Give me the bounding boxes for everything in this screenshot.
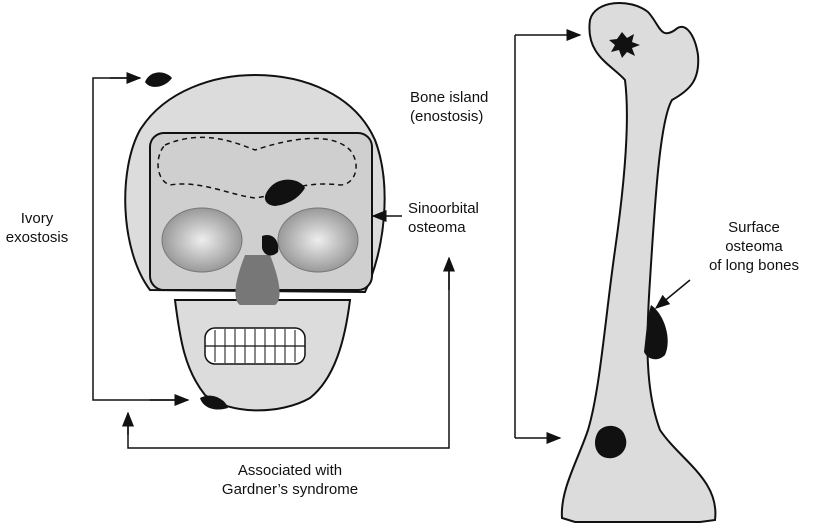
label-surface-osteoma: Surface osteoma of long bones — [695, 218, 813, 275]
label-sinoorbital-osteoma: Sinoorbital osteoma — [408, 199, 479, 237]
frontal-sinus-outline — [157, 136, 357, 199]
label-line: (enostosis) — [410, 108, 484, 125]
lesion-bone-island-star — [609, 32, 640, 58]
label-line: Bone island — [410, 89, 489, 106]
lesion-skull-vault — [145, 72, 172, 87]
label-line: of long bones — [708, 257, 800, 274]
surface-osteoma-arrow — [654, 279, 691, 309]
lesion-ethmoid — [262, 234, 279, 256]
label-line: osteoma — [725, 238, 783, 255]
label-gardner: Associated with Gardner’s syndrome — [200, 461, 380, 499]
label-line: Associated with — [237, 462, 343, 479]
lesion-mandible — [200, 395, 228, 410]
label-line: Gardner’s syndrome — [221, 481, 359, 498]
label-ivory-exostosis: Ivory exostosis — [2, 209, 72, 247]
label-line: Surface — [728, 219, 780, 236]
label-line: Ivory — [20, 210, 54, 227]
lesion-surface-osteoma — [644, 305, 668, 360]
lesion-distal-femur — [595, 425, 627, 459]
nasal-cavity — [235, 255, 280, 305]
femur — [560, 1, 717, 523]
skull — [124, 72, 386, 412]
left-orbit — [161, 207, 243, 273]
right-orbit — [277, 207, 359, 273]
lesion-frontal-sinus — [264, 179, 305, 206]
label-line: exostosis — [5, 229, 69, 246]
arrows — [92, 29, 691, 449]
label-line: Sinoorbital — [408, 200, 479, 217]
label-bone-island: Bone island (enostosis) — [410, 88, 488, 126]
label-line: osteoma — [408, 219, 466, 236]
